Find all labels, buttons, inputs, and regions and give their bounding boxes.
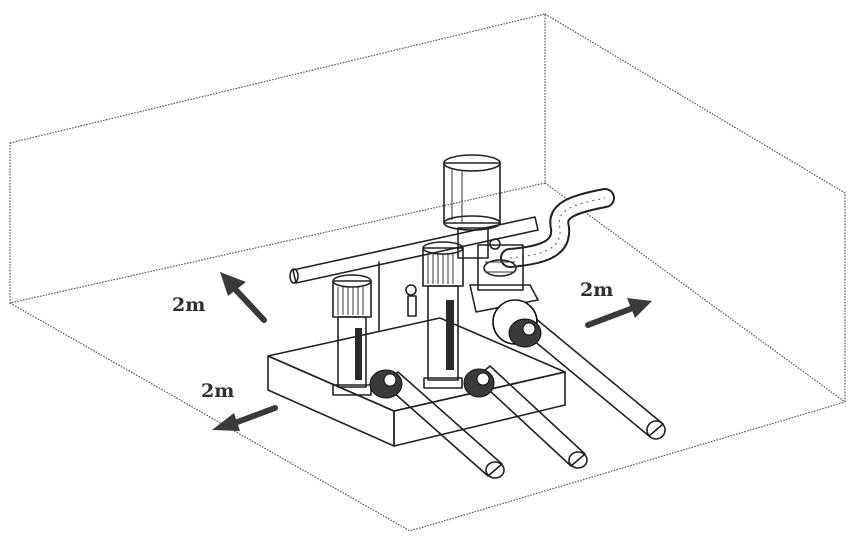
- arrow-icon: [585, 298, 652, 328]
- flexible-hose: [500, 188, 615, 268]
- clearance-label-back-left: 2m: [172, 294, 205, 316]
- large-pump-motor: [443, 154, 539, 313]
- discharge-pipe: [492, 299, 666, 440]
- arrow-icon: [220, 272, 267, 323]
- room-outline: [9, 13, 846, 532]
- vertical-pump: [422, 241, 464, 389]
- clearance-label-front-left: 2m: [201, 380, 234, 402]
- clearance-label-right: 2m: [580, 279, 613, 301]
- arrow-icon: [212, 405, 278, 431]
- pipe-coupling: [369, 369, 403, 399]
- pipe-coupling: [463, 368, 495, 398]
- pipe-coupling: [492, 299, 542, 348]
- vertical-pump: [332, 261, 380, 396]
- valve-fittings: [405, 238, 501, 317]
- discharge-pipe: [463, 365, 588, 469]
- concrete-base: [267, 317, 566, 447]
- manifold-pipe: [289, 216, 539, 284]
- discharge-pipe: [369, 369, 505, 479]
